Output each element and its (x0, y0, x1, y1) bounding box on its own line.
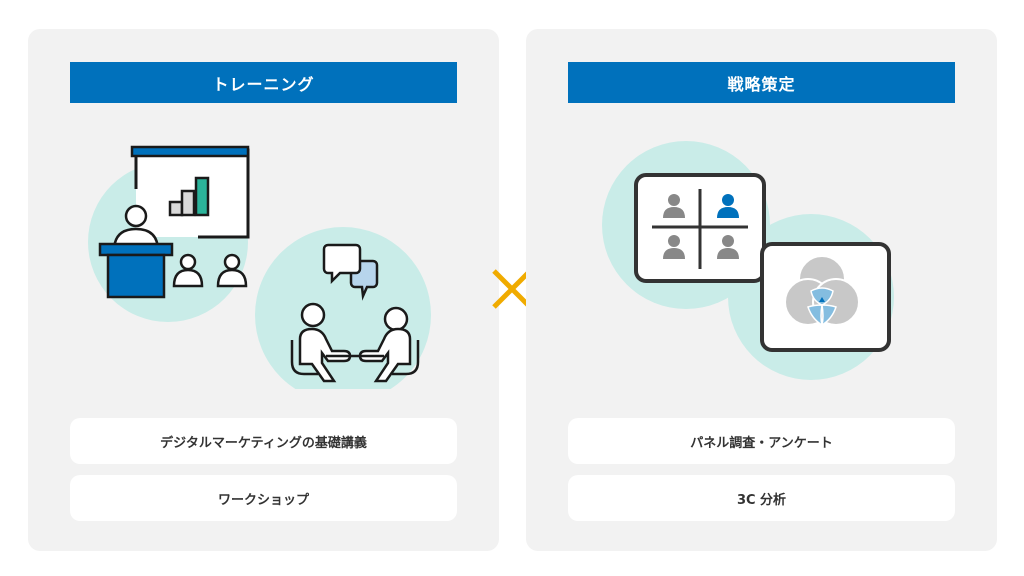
strategy-illustration (602, 141, 894, 380)
strategy-panel: 戦略策定 パネル調査・アンケー (526, 29, 997, 551)
item-3c-analysis: 3C 分析 (568, 475, 955, 521)
presentation-lecture-icon (98, 145, 250, 299)
meeting-discussion-icon (290, 243, 420, 383)
training-panel: トレーニング (28, 29, 499, 551)
training-title: トレーニング (70, 62, 457, 103)
training-illustration (88, 145, 431, 389)
multiply-icon (492, 269, 532, 309)
strategy-title: 戦略策定 (568, 62, 955, 103)
item-panel-survey: パネル調査・アンケート (568, 418, 955, 464)
item-digital-marketing-lecture: デジタルマーケティングの基礎講義 (70, 418, 457, 464)
item-workshop: ワークショップ (70, 475, 457, 521)
venn-3c-analysis-icon (760, 242, 891, 352)
panel-survey-grid-icon (634, 173, 766, 283)
